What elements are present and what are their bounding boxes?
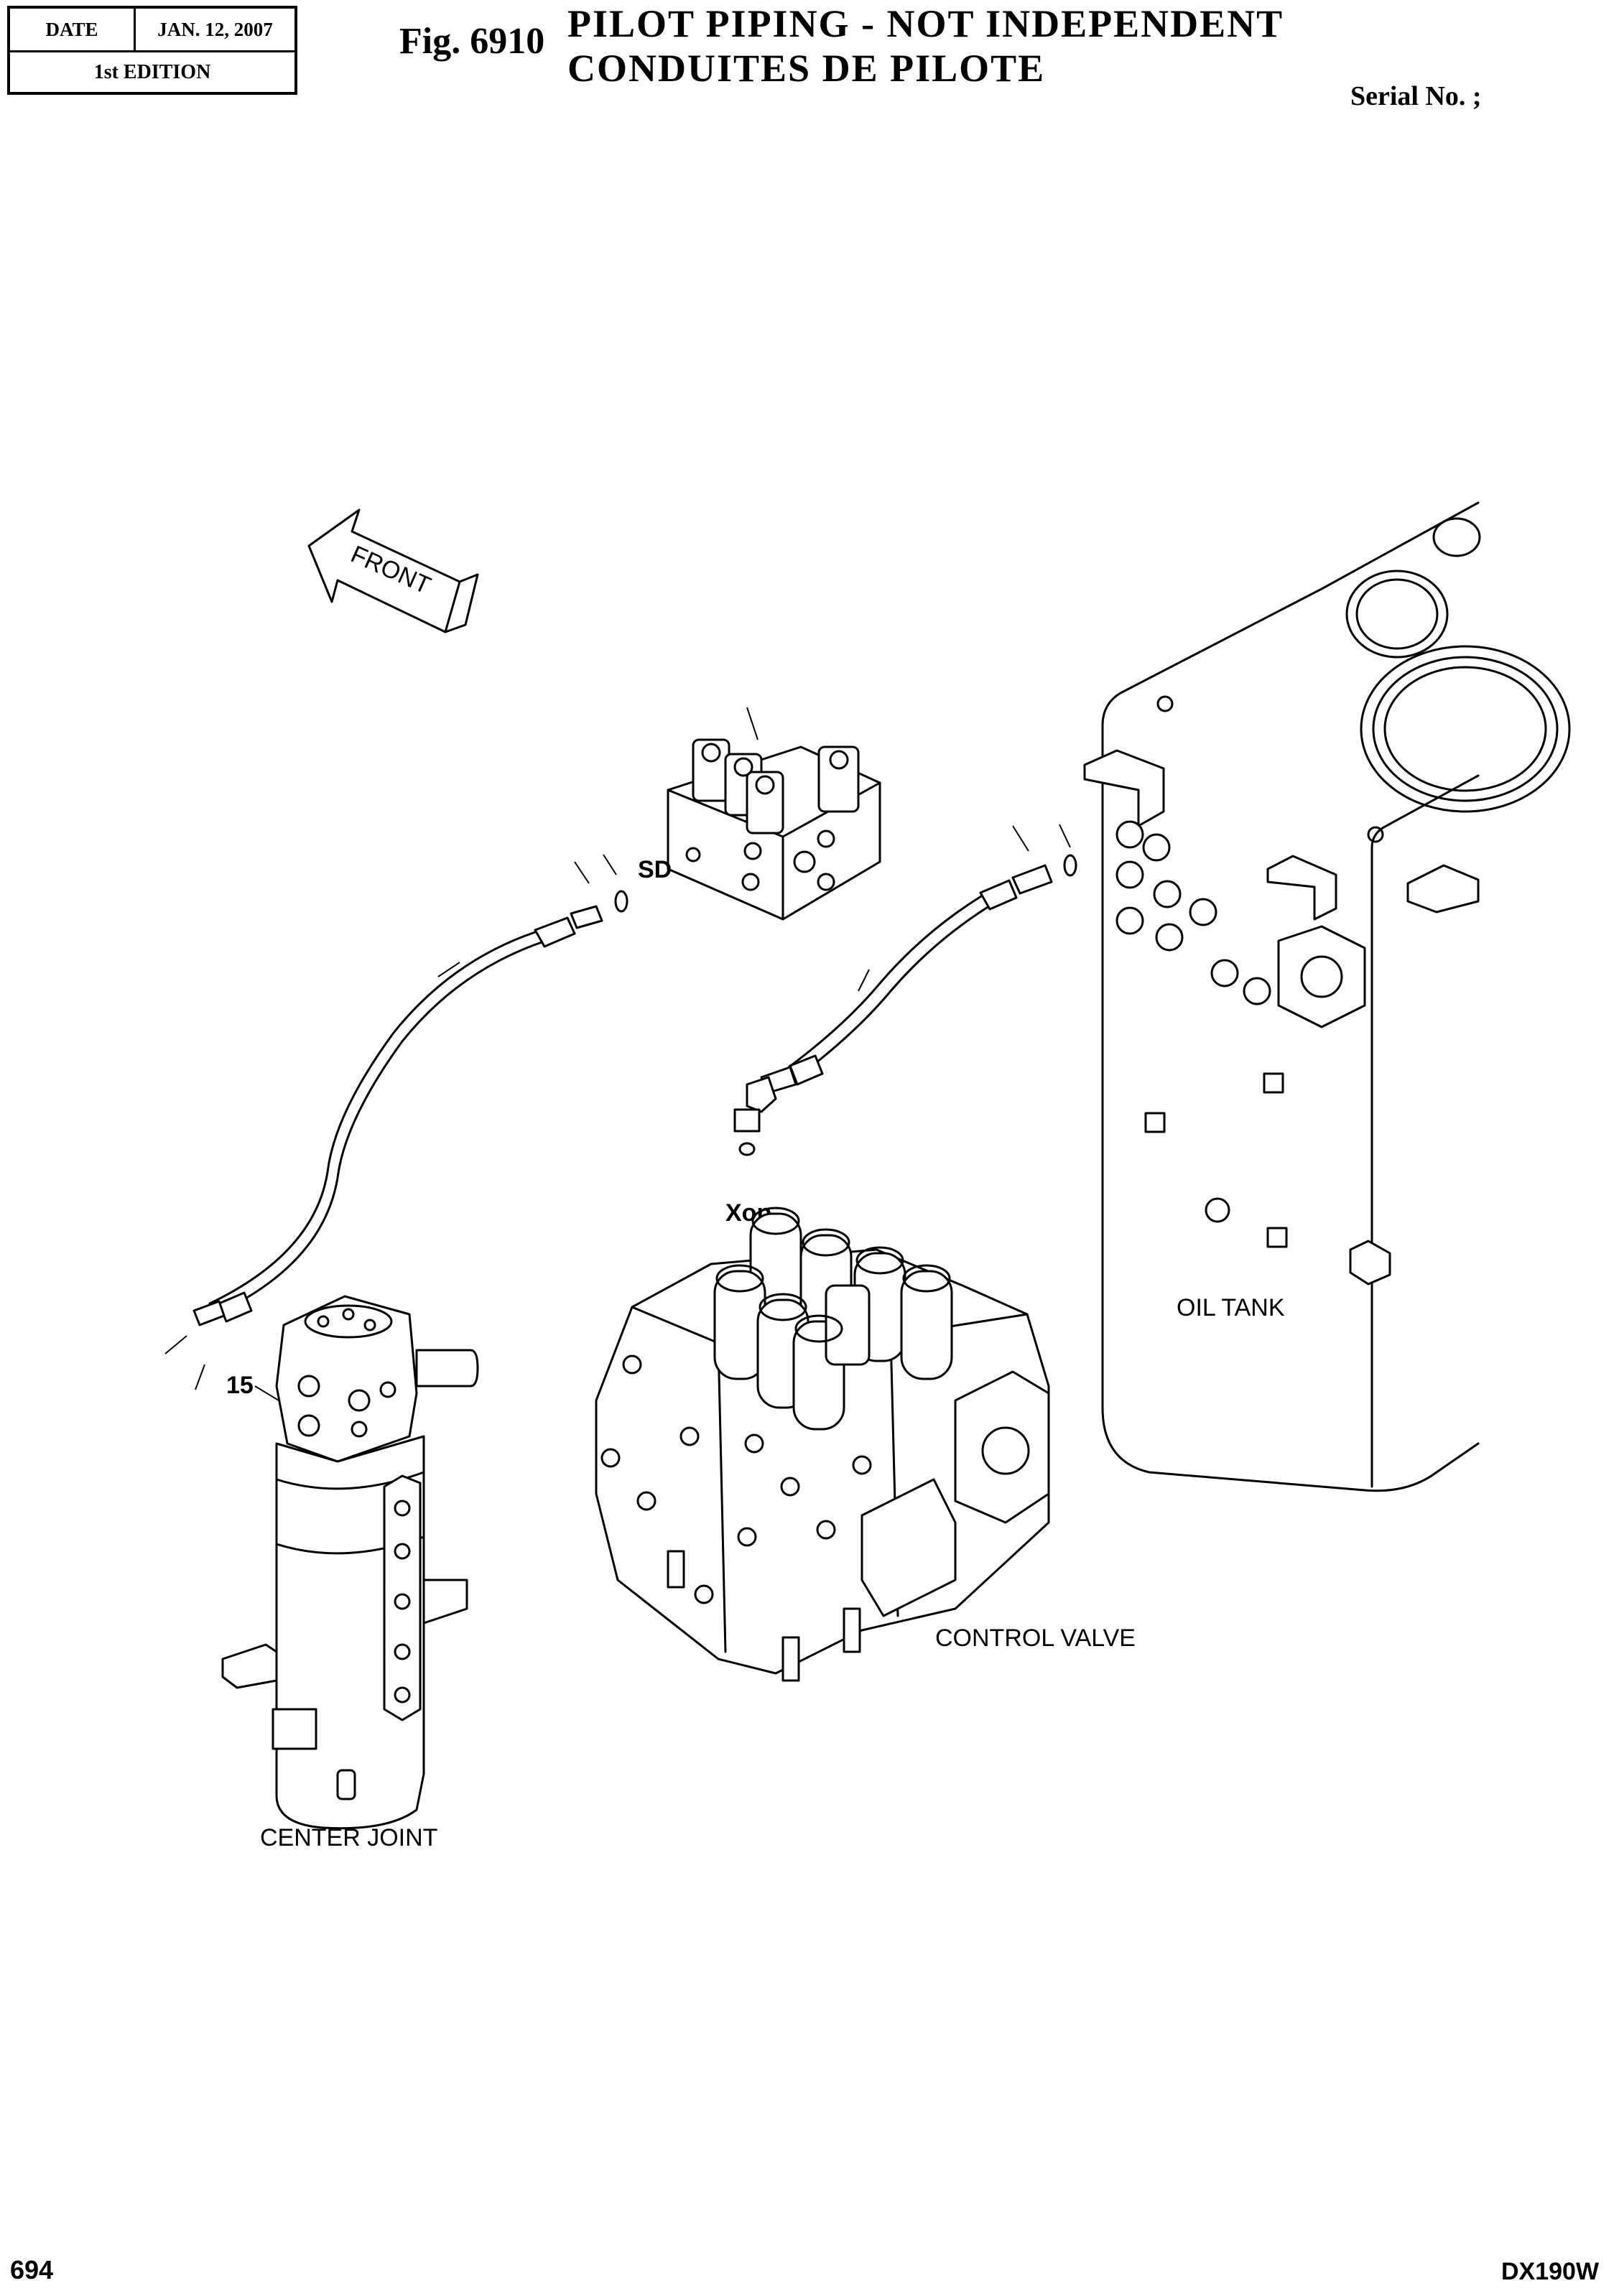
control-valve: CONTROL VALVE: [595, 1207, 1136, 1682]
oil-tank-label: OIL TANK: [1177, 1294, 1285, 1321]
control-valve-label: CONTROL VALVE: [935, 1625, 1136, 1652]
date-label: DATE: [10, 9, 136, 50]
front-arrow-icon: FRONT: [307, 508, 479, 633]
date-edition-box: DATE JAN. 12, 2007 1st EDITION: [7, 6, 297, 95]
center-joint-label: CENTER JOINT: [260, 1824, 437, 1851]
date-value: JAN. 12, 2007: [157, 18, 273, 40]
pilot-hose-1: [192, 854, 628, 1326]
date-row: DATE JAN. 12, 2007: [10, 9, 294, 52]
model-number: DX190W: [1501, 2258, 1600, 2285]
edition-label: 1st EDITION: [93, 60, 211, 83]
item-callout-15: 15: [226, 1372, 254, 1399]
title-french: CONDUITES DE PILOTE: [567, 47, 1046, 90]
page-number: 694: [10, 2255, 54, 2285]
serial-number: Serial No. ;: [1350, 81, 1482, 111]
pilot-hose-2: Xop: [725, 824, 1077, 1227]
title-english: PILOT PIPING - NOT INDEPENDENT: [567, 2, 1284, 45]
figure-number: Fig. 6910: [399, 21, 545, 62]
center-joint: 15 CENTER JOINT: [164, 1295, 479, 1851]
port-label-sd: SD: [638, 856, 672, 883]
solenoid-valve-block: SD: [638, 707, 881, 921]
oil-tank: OIL TANK: [1083, 501, 1571, 1492]
